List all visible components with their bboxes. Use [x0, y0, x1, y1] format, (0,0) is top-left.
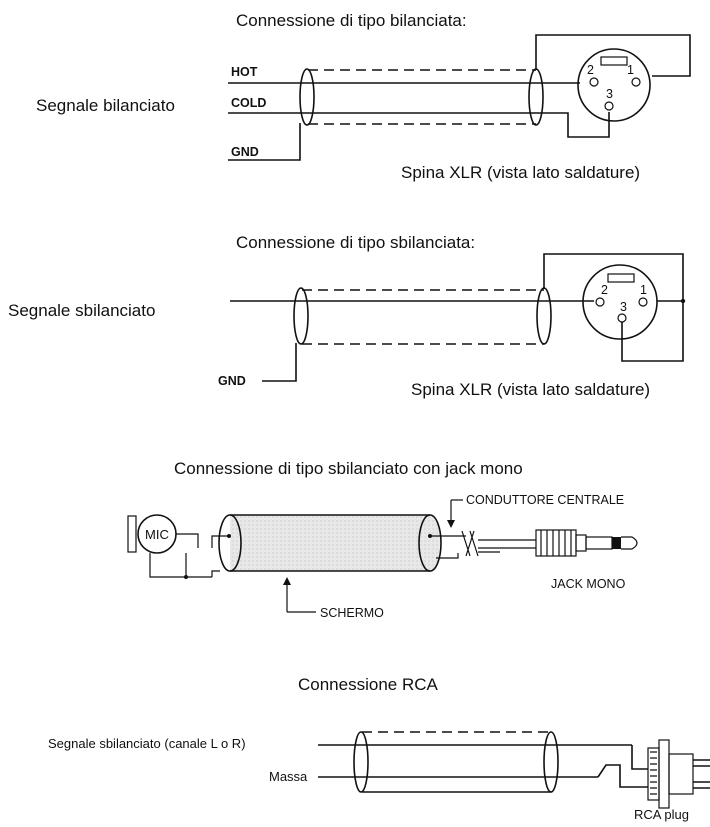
center-conductor-arrowhead [447, 520, 455, 528]
rca-signal-label: Segnale sbilanciato (canale L o R) [48, 736, 246, 751]
jack-cable [149, 499, 466, 613]
gnd-wire [262, 343, 297, 382]
gnd-wire [228, 123, 301, 161]
junction-dot [680, 298, 686, 304]
xlr-pin-1 [638, 297, 648, 307]
cold-to-pin3-wire [530, 112, 610, 138]
xlr-key [607, 273, 635, 283]
shield-label: SCHERMO [320, 606, 384, 620]
xlr-pin-2 [589, 77, 599, 87]
xlr-connector-unbalanced: 2 1 3 [582, 264, 658, 340]
rca-ground-label: Massa [269, 769, 308, 784]
gnd-label-unbalanced: GND [218, 374, 246, 388]
balanced-section: Connessione di tipo bilanciata: Segnale … [36, 11, 691, 182]
xlr-pin-3-label: 3 [620, 300, 627, 314]
cable-shield-fill [230, 515, 440, 571]
cable-end-left [293, 287, 309, 345]
unbalanced-cable [230, 253, 686, 382]
mic-signal-wire [176, 533, 199, 548]
xlr-pin-2-label: 2 [601, 283, 608, 297]
center-conductor-label: CONDUTTORE CENTRALE [466, 493, 624, 507]
balanced-signal-label: Segnale bilanciato [36, 96, 175, 115]
microphone: MIC [127, 514, 177, 554]
jack-label: JACK MONO [551, 577, 626, 591]
rca-cable [318, 731, 648, 793]
rca-tip [693, 759, 710, 789]
gnd-label-balanced: GND [231, 145, 259, 159]
rca-shell-grip [650, 751, 657, 795]
shield-to-pin1-wire [535, 34, 691, 77]
xlr-pin-2-label: 2 [587, 63, 594, 77]
jack-collar [575, 534, 587, 552]
xlr-body [577, 48, 651, 122]
rca-plug-icon [647, 739, 710, 809]
unbalanced-xlr-caption: Spina XLR (vista lato saldature) [411, 380, 650, 399]
jack-tip [621, 536, 638, 550]
rca-plug-label: RCA plug [634, 807, 689, 822]
cable-end-left [299, 68, 315, 126]
rca-signal-to-pin [631, 745, 648, 770]
mic-ground-loop [149, 553, 187, 578]
balanced-cable [228, 34, 691, 161]
xlr-pin-1 [631, 77, 641, 87]
xlr-pin-3 [617, 313, 627, 323]
jack-insulator-ring [612, 537, 621, 549]
hot-label: HOT [231, 65, 258, 79]
mic-back [127, 515, 137, 553]
jack-barrel [535, 529, 577, 557]
rca-shell-flange [647, 747, 660, 801]
jack-title: Connessione di tipo sbilanciato con jack… [174, 459, 523, 478]
jack-shaft [585, 536, 613, 550]
xlr-pin-2 [595, 297, 605, 307]
unbalanced-section: Connessione di tipo sbilanciata: Segnale… [8, 233, 686, 399]
balanced-xlr-caption: Spina XLR (vista lato saldature) [401, 163, 640, 182]
balanced-title: Connessione di tipo bilanciata: [236, 11, 467, 30]
shield-to-pins-wire [543, 253, 684, 362]
jack-sleeve-lead [478, 539, 536, 549]
junction-dot [184, 575, 188, 579]
xlr-body [582, 264, 658, 340]
rca-cable-end-right [543, 731, 559, 793]
center-conductor-left [211, 535, 229, 548]
xlr-pin-1-label: 1 [640, 283, 647, 297]
xlr-pin-3 [604, 101, 614, 111]
mic-label: MIC [145, 527, 169, 542]
jack-section: Connessione di tipo sbilanciato con jack… [127, 459, 638, 620]
cable-shield-outline [230, 514, 430, 572]
unbalanced-signal-label: Segnale sbilanciato [8, 301, 155, 320]
rca-title: Connessione RCA [298, 675, 439, 694]
xlr-connector-balanced: 2 1 3 [577, 48, 651, 122]
rca-body [658, 739, 670, 809]
xlr-key [600, 56, 628, 66]
xlr-pin-1-label: 1 [627, 63, 634, 77]
jack-barrel-grip [540, 530, 572, 556]
shield-lead-left [211, 570, 220, 577]
cable-end-right [536, 287, 552, 345]
cold-label: COLD [231, 96, 266, 110]
unbalanced-title: Connessione di tipo sbilanciata: [236, 233, 475, 252]
rca-ground-to-shell [597, 764, 648, 788]
rca-section: Connessione RCA Segnale sbilanciato (can… [48, 675, 710, 822]
cable-end-right [528, 68, 544, 126]
xlr-pin-3-label: 3 [606, 87, 613, 101]
jack-plug [461, 529, 638, 557]
rca-barrel [668, 753, 694, 795]
rca-cable-end-left [353, 731, 369, 793]
shield-lead-right [436, 553, 459, 559]
solder-tabs [461, 530, 479, 557]
cable-end-left [218, 514, 242, 572]
cable-end-right [418, 514, 442, 572]
shield-arrowhead [283, 577, 291, 585]
